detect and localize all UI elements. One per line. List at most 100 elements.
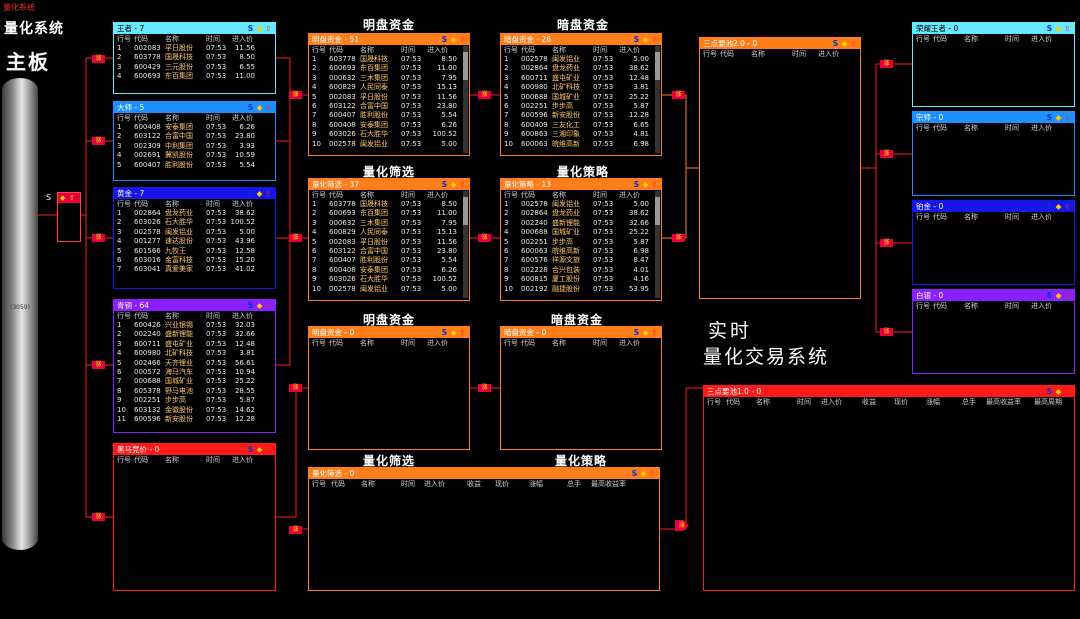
diamond-icon[interactable]: ◆ xyxy=(256,24,263,33)
diamond-icon[interactable]: ◆ xyxy=(1055,202,1062,211)
s-icon[interactable]: S xyxy=(247,445,254,454)
diamond-icon[interactable]: ◆ xyxy=(256,103,263,112)
scrollbar[interactable] xyxy=(655,191,660,298)
diamond-icon[interactable]: ◆ xyxy=(450,328,457,337)
diamond-icon[interactable]: ◆ xyxy=(841,39,848,48)
up-arrow-icon[interactable]: ⇧ xyxy=(1064,24,1071,33)
diamond-icon[interactable]: ◆ xyxy=(642,328,649,337)
diamond-icon[interactable]: ◆ xyxy=(450,35,457,44)
scrollbar[interactable] xyxy=(463,46,468,153)
diamond-icon[interactable]: ◆ xyxy=(256,445,263,454)
up-arrow-icon[interactable]: ⇧ xyxy=(649,469,656,478)
scrollbar-thumb[interactable] xyxy=(463,197,468,225)
diamond-icon[interactable]: ◆ xyxy=(640,469,647,478)
diamond-icon[interactable]: ◆ xyxy=(1055,24,1062,33)
source-node[interactable]: ◆ ⇧ xyxy=(57,192,81,242)
up-arrow-icon[interactable]: ⇧ xyxy=(459,35,466,44)
up-arrow-icon[interactable]: ⇧ xyxy=(651,180,658,189)
up-arrow-icon[interactable]: ⇧ xyxy=(850,39,857,48)
up-arrow-icon[interactable]: ⇧ xyxy=(459,328,466,337)
s-icon[interactable]: S xyxy=(441,328,448,337)
diamond-icon[interactable]: ◆ xyxy=(256,189,263,198)
s-icon[interactable]: S xyxy=(247,103,254,112)
up-arrow-icon[interactable]: ⇧ xyxy=(265,189,272,198)
scrollbar-thumb[interactable] xyxy=(655,197,660,225)
up-arrow-icon[interactable]: ⇧ xyxy=(265,103,272,112)
up-arrow-icon[interactable]: ⇧ xyxy=(1064,202,1071,211)
up-arrow-icon[interactable]: ⇧ xyxy=(1064,291,1071,300)
scrollbar[interactable] xyxy=(463,191,468,298)
up-arrow-icon[interactable]: ⇧ xyxy=(265,445,272,454)
s-icon[interactable]: S xyxy=(1046,202,1053,211)
s-icon[interactable]: S xyxy=(247,301,254,310)
s-icon[interactable]: S xyxy=(1046,291,1053,300)
s-icon[interactable]: S xyxy=(832,39,839,48)
diamond-icon[interactable]: ◆ xyxy=(450,180,457,189)
s-icon[interactable]: S xyxy=(247,24,254,33)
scrollbar[interactable] xyxy=(655,46,660,153)
scrollbar-thumb[interactable] xyxy=(655,52,660,80)
diamond-icon[interactable]: ◆ xyxy=(1055,387,1062,396)
